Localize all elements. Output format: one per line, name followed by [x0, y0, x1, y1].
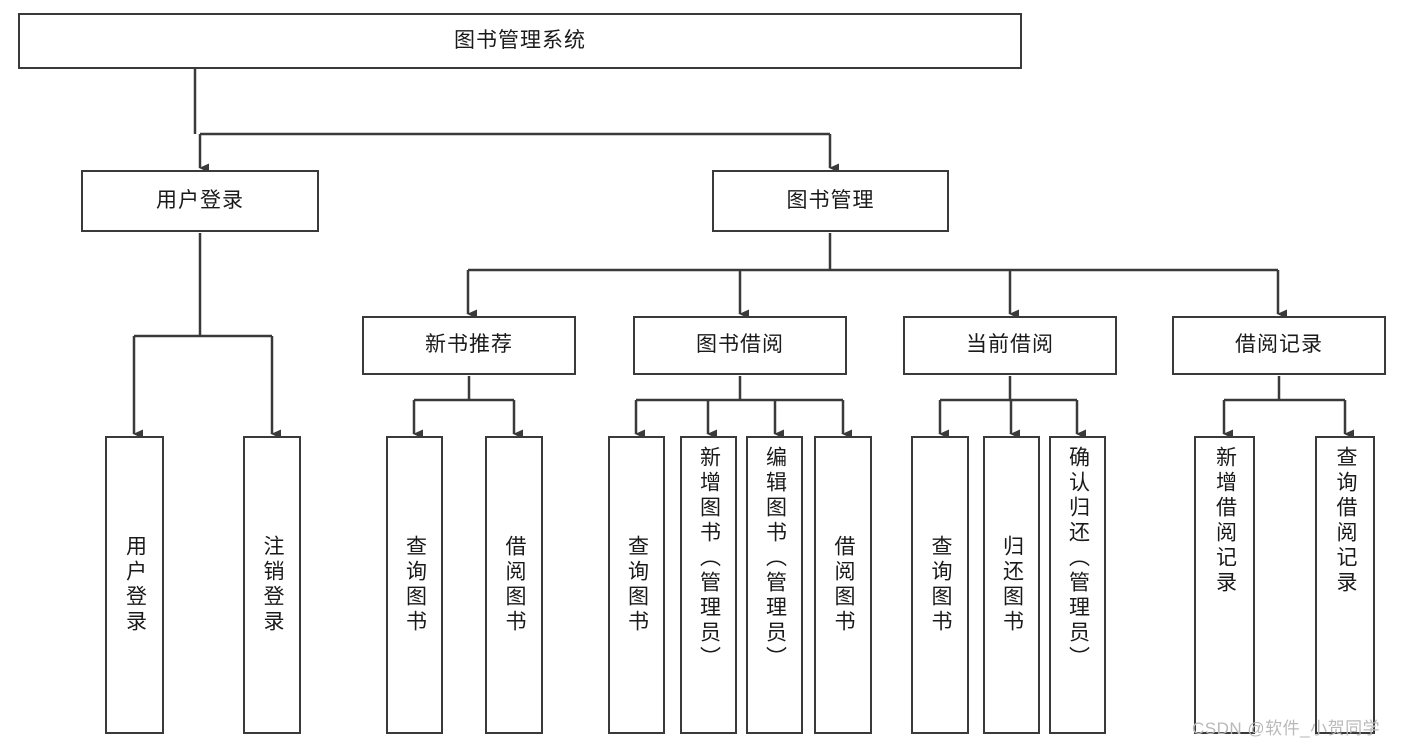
node-leaf-confirm-return[interactable]: 确认归还（管理员） — [1049, 436, 1106, 734]
node-label: 查询图书 — [403, 535, 427, 635]
node-label: 确认归还（管理员） — [1066, 446, 1090, 671]
node-leaf-edit-book[interactable]: 编辑图书（管理员） — [746, 436, 803, 734]
node-leaf-query-record[interactable]: 查询借阅记录 — [1315, 436, 1375, 734]
node-label: 图书借阅 — [696, 333, 784, 357]
node-current-borrow[interactable]: 当前借阅 — [903, 316, 1117, 375]
node-user-login[interactable]: 用户登录 — [81, 170, 319, 232]
csdn-watermark: CSDN @软件_小贺同学 — [1192, 719, 1381, 738]
node-label: 借阅图书 — [503, 535, 527, 635]
node-borrow-record[interactable]: 借阅记录 — [1172, 316, 1386, 375]
node-label: 用户登录 — [123, 535, 147, 635]
node-label: 图书管理 — [786, 188, 875, 212]
node-label: 新书推荐 — [425, 333, 513, 357]
node-label: 查询图书 — [929, 535, 953, 635]
node-book-borrow[interactable]: 图书借阅 — [633, 316, 847, 375]
node-new-book-recommend[interactable]: 新书推荐 — [362, 316, 576, 375]
node-root[interactable]: 图书管理系统 — [18, 13, 1022, 69]
node-leaf-query-book-2[interactable]: 查询图书 — [608, 436, 665, 734]
node-label: 编辑图书（管理员） — [763, 446, 787, 671]
node-label: 新增借阅记录 — [1213, 446, 1237, 596]
node-leaf-logout[interactable]: 注销登录 — [243, 436, 301, 734]
node-label: 借阅图书 — [832, 535, 856, 635]
connector-lines — [132, 69, 1354, 439]
node-label: 查询图书 — [625, 535, 649, 635]
node-leaf-borrow-book-2[interactable]: 借阅图书 — [814, 436, 872, 734]
node-label: 图书管理系统 — [454, 28, 586, 52]
node-leaf-query-book-3[interactable]: 查询图书 — [911, 436, 969, 734]
node-leaf-user-login[interactable]: 用户登录 — [105, 436, 164, 734]
node-label: 当前借阅 — [966, 333, 1054, 357]
node-label: 借阅记录 — [1235, 333, 1323, 357]
node-leaf-add-book[interactable]: 新增图书（管理员） — [680, 436, 737, 734]
node-label: 注销登录 — [261, 535, 285, 635]
node-label: 归还图书 — [1000, 535, 1024, 635]
node-label: 查询借阅记录 — [1334, 446, 1358, 596]
node-label: 用户登录 — [156, 188, 244, 212]
node-leaf-borrow-book-1[interactable]: 借阅图书 — [485, 436, 543, 734]
node-leaf-add-record[interactable]: 新增借阅记录 — [1194, 436, 1255, 734]
node-book-manage[interactable]: 图书管理 — [712, 170, 949, 232]
node-leaf-return-book[interactable]: 归还图书 — [983, 436, 1040, 734]
node-label: 新增图书（管理员） — [697, 446, 721, 671]
node-leaf-query-book-1[interactable]: 查询图书 — [386, 436, 443, 734]
